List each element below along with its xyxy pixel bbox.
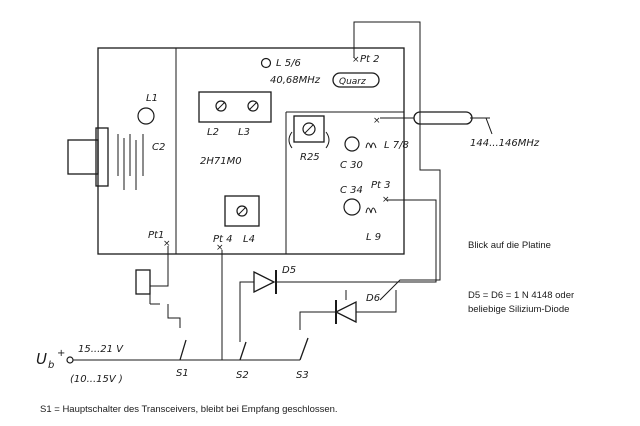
input-connector: [67, 139, 99, 175]
pt4-cross-icon: ×: [216, 243, 224, 253]
pot-r25: [293, 115, 325, 143]
coax-cable: [413, 111, 473, 125]
supply-terminal-icon: [66, 356, 74, 364]
coax-output: 144...146MHz: [380, 111, 540, 149]
note-view: Blick auf die Platine: [468, 240, 551, 251]
coil-l78-icon: [365, 142, 377, 149]
coil-l56-icon: [260, 57, 272, 69]
key-connector: [135, 246, 169, 305]
label-ic: 2H71M0: [200, 156, 242, 167]
coil-l9-icon: [365, 207, 377, 214]
ptt-jack-icon: [135, 269, 151, 295]
note-diode-2: beliebige Silizium-Diode: [468, 304, 569, 315]
label-freq-crystal: 40,68MHz: [270, 75, 321, 86]
label-pt4: Pt 4: [213, 234, 233, 245]
label-d6: D6: [366, 293, 380, 304]
switch-s3-icon: [299, 337, 309, 361]
label-l2: L2: [207, 127, 219, 138]
label-s1: S1: [176, 368, 189, 379]
label-quarz: Quarz: [339, 77, 366, 87]
diode-d5-icon: [253, 270, 276, 294]
output-section: R25 C 30 L 7/8 × C 34 Pt 3 × L 9: [288, 115, 409, 243]
label-s3: S3: [296, 370, 309, 381]
wire-pt2-loop: [353, 21, 441, 301]
label-ub-plus: +: [57, 348, 65, 359]
pt-cross-upper-icon: ×: [373, 116, 381, 126]
label-v-range-1: 15...21 V: [78, 344, 124, 355]
capacitor-c34-icon: [343, 198, 361, 216]
label-r25: R25: [300, 152, 320, 163]
label-l4: L4: [243, 234, 255, 245]
pt1-cross-icon: ×: [163, 239, 171, 249]
label-out-freq: 144...146MHz: [470, 138, 540, 149]
label-c34: C 34: [340, 185, 363, 196]
feedback-wiring: [353, 21, 441, 301]
label-c30: C 30: [340, 160, 363, 171]
label-d5: D5: [282, 265, 296, 276]
label-pt1: Pt1: [148, 230, 164, 241]
label-l9: L 9: [366, 232, 381, 243]
coil-block-l4: [224, 195, 260, 227]
label-l1: L1: [146, 93, 158, 104]
notes: Blick auf die Platine D5 = D6 = 1 N 4148…: [40, 240, 574, 415]
switch-s2-icon: [239, 341, 247, 361]
supply-switches: U b + 15...21 V (10...15V ) S1 S2 S3: [36, 304, 309, 385]
wire-pt3-d5: [386, 199, 437, 268]
rotate-right-arrow-icon: [325, 131, 330, 149]
diode-network: D5 D6: [221, 250, 437, 360]
coil-l1-icon: [137, 107, 155, 125]
label-pt3: Pt 3: [371, 180, 391, 191]
label-pt2: Pt 2: [360, 54, 380, 65]
pt3-cross-icon: ×: [382, 195, 390, 205]
note-s1: S1 = Hauptschalter des Transceivers, ble…: [40, 404, 338, 415]
crystal-quarz: [332, 72, 380, 88]
connector-flange: [95, 127, 109, 187]
label-ub-sub: b: [48, 360, 54, 371]
input-section: L1 C2 Pt1 ×: [67, 93, 171, 249]
note-diode-1: D5 = D6 = 1 N 4148 oder: [468, 290, 574, 301]
label-ub: U: [36, 350, 47, 368]
label-v-range-2: (10...15V ): [70, 374, 123, 385]
diode-d6-icon: [334, 300, 357, 324]
label-l56: L 5/6: [276, 58, 301, 69]
switch-s1-icon: [179, 339, 187, 361]
label-l3: L3: [238, 127, 250, 138]
capacitor-c2-icon: [117, 134, 144, 190]
oscillator-section: L 5/6 40,68MHz Quarz × Pt 2 L2 L3 2H71M0…: [198, 54, 380, 253]
coil-block-l2-l3: [198, 91, 272, 123]
label-c2: C2: [152, 142, 165, 153]
label-s2: S2: [236, 370, 249, 381]
rotate-left-arrow-icon: [288, 131, 293, 149]
label-l78: L 7/8: [384, 140, 409, 151]
capacitor-c30-icon: [344, 136, 360, 152]
pt2-cross-icon: ×: [352, 55, 360, 65]
